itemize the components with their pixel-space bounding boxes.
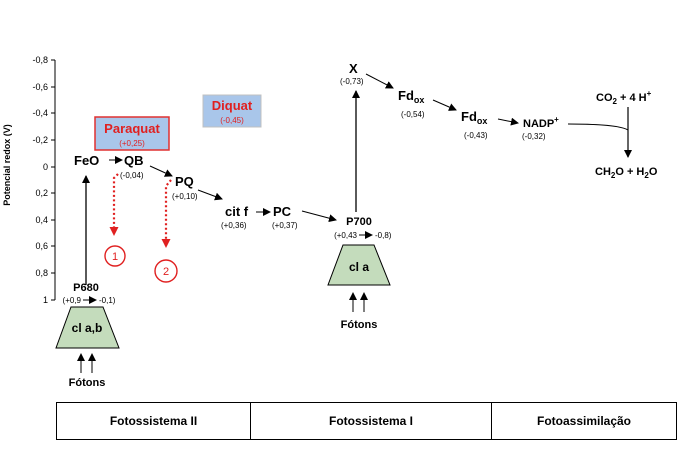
citf-value: (+0,36) <box>221 221 247 230</box>
nadp-label: NADP+ <box>523 115 559 130</box>
nadp-superscript: + <box>554 115 559 124</box>
tick-label: -0,8 <box>32 55 48 65</box>
feo-label: FeO <box>74 153 99 168</box>
p700-label: P700 <box>346 216 372 228</box>
y-tick-labels: -0,8 -0,6 -0,4 -0,2 0 0,2 0,4 0,6 0,8 1 <box>32 55 48 305</box>
x-to-fd-arrow <box>365 73 394 89</box>
paraquat-value: (+0,25) <box>119 139 145 148</box>
tick-label: 0,8 <box>35 268 48 278</box>
fd1-label: Fdox <box>398 88 424 105</box>
ch2o-label: CH2O + H2O <box>595 166 658 180</box>
section-photosystem-ii: Fotossistema II <box>109 414 198 428</box>
block-arrow-2 <box>161 179 172 248</box>
co2-label: CO2 + 4 H+ <box>596 89 652 106</box>
pq-value: (+0,10) <box>172 192 198 201</box>
block-2-label: 2 <box>163 266 169 278</box>
fd2-subscript: ox <box>477 116 488 126</box>
fd-to-fd-arrow <box>432 99 457 111</box>
pq-to-citf-arrow <box>197 189 223 201</box>
tick-label: 0,2 <box>35 188 48 198</box>
pq-label: PQ <box>175 174 194 189</box>
block-1-label: 1 <box>112 251 118 263</box>
p700-pigment-shape <box>327 244 391 286</box>
fd2-label: Fdox <box>461 109 487 126</box>
fd2-text: Fd <box>461 109 477 124</box>
assimilation-arrow <box>567 123 629 131</box>
x-label: X <box>349 61 358 76</box>
tick-label: -0,2 <box>32 135 48 145</box>
block-arrow-1 <box>109 173 119 236</box>
paraquat-label: Paraquat <box>104 121 160 136</box>
qb-value: (-0,04) <box>120 171 144 180</box>
citf-label: cit f <box>225 204 249 219</box>
p700-range-start: (+0,43 <box>334 231 357 240</box>
axis-title: Potencial redox (V) <box>2 124 12 206</box>
pc-value: (+0,37) <box>272 221 298 230</box>
tick-label: 0 <box>43 162 48 172</box>
tick-label: -0,4 <box>32 108 48 118</box>
diquat-box: Diquat (-0,45) <box>202 94 262 128</box>
tick-label: 0,4 <box>35 215 48 225</box>
qb-label: QB <box>124 153 144 168</box>
block-1-circle <box>104 245 126 267</box>
fd-to-nadp-arrow <box>497 117 519 126</box>
p700-range-end: -0,8) <box>375 231 392 240</box>
paraquat-box: Paraquat (+0,25) <box>94 116 170 151</box>
fd1-value: (-0,54) <box>401 110 425 119</box>
fd1-subscript: ox <box>414 95 425 105</box>
qb-to-pq-arrow <box>149 165 173 177</box>
diquat-label: Diquat <box>212 98 253 113</box>
p680-pigment-shape <box>55 306 120 349</box>
fd2-value: (-0,43) <box>464 131 488 140</box>
y-axis-ticks <box>51 59 55 301</box>
block-2-circle <box>154 259 178 283</box>
section-bar: Fotossistema II Fotossistema I Fotoassim… <box>56 402 677 440</box>
p680-pigment-label: cl a,b <box>72 321 103 335</box>
nadp-value: (-0,32) <box>522 132 546 141</box>
tick-label: 1 <box>43 295 48 305</box>
tick-label: -0,6 <box>32 82 48 92</box>
p700-pigment-label: cl a <box>349 260 369 274</box>
p680-photons-label: Fótons <box>69 377 106 389</box>
p700-photons-label: Fótons <box>341 319 378 331</box>
section-photoassimilation: Fotoassimilação <box>491 403 676 439</box>
pc-label: PC <box>273 204 292 219</box>
x-value: (-0,73) <box>340 77 364 86</box>
diquat-value: (-0,45) <box>220 116 244 125</box>
section-photosystem-i: Fotossistema I <box>250 403 491 439</box>
p680-range-start: (+0,9 <box>63 296 82 305</box>
tick-label: 0,6 <box>35 241 48 251</box>
p680-label: P680 <box>73 282 99 294</box>
nadp-text: NADP <box>523 118 554 130</box>
fd1-text: Fd <box>398 88 414 103</box>
p680-range-end: -0,1) <box>99 296 116 305</box>
pc-to-p700-arrow <box>301 210 337 223</box>
